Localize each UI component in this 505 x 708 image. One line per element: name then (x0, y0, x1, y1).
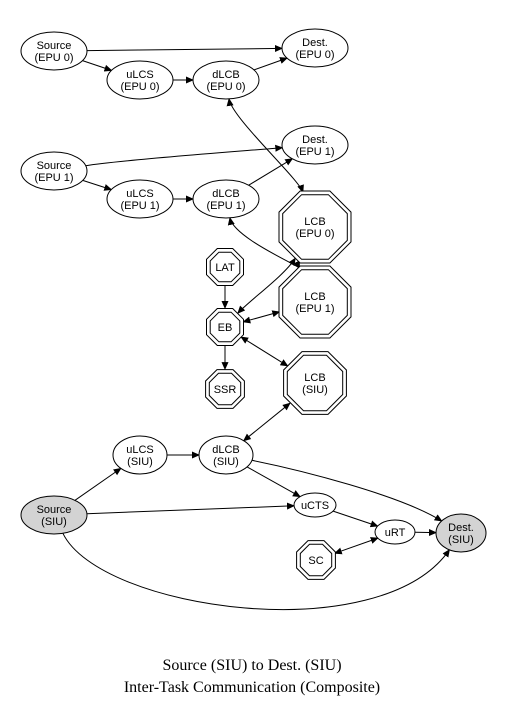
node-dest-siu: Dest.(SIU) (435, 513, 487, 553)
node-label: (EPU 0) (206, 81, 245, 93)
node-label: LCB (304, 291, 325, 303)
node-lcb-epu1: LCB(EPU 1) (278, 265, 352, 339)
edge-dlcb-epu1-to-lcb-epu1 (227, 216, 300, 270)
node-label: Source (37, 504, 72, 516)
node-dlcb-epu0: dLCB(EPU 0) (192, 60, 260, 100)
node-label: dLCB (212, 188, 240, 200)
diagram-title-line-2: Inter-Task Communication (Composite) (124, 679, 380, 696)
edge-dlcb-siu-to-dest-siu (251, 459, 443, 522)
node-label: (EPU 0) (120, 81, 159, 93)
nodes-layer: Source(EPU 0)Dest.(EPU 0)uLCS(EPU 0)dLCB… (20, 28, 487, 580)
node-label: (EPU 1) (295, 146, 334, 158)
node-label: (EPU 0) (295, 228, 334, 240)
edge-dlcb-siu-to-lcb-siu (242, 402, 291, 442)
node-label: (SIU) (41, 516, 67, 528)
node-label: (EPU 0) (295, 49, 334, 61)
node-label: (EPU 1) (295, 303, 334, 315)
edge-src-epu1-to-dest-epu1 (85, 144, 284, 167)
edge-dlcb-epu0-to-lcb-epu0 (226, 97, 304, 193)
edge-eb-to-lcb-siu (240, 336, 289, 367)
node-lcb-epu0: LCB(EPU 0) (278, 190, 352, 264)
node-sc: SC (296, 540, 336, 580)
edge-src-epu0-to-dest-epu0 (86, 44, 283, 52)
node-label: SSR (214, 384, 237, 396)
node-label: uLCS (126, 444, 154, 456)
node-label: (EPU 0) (34, 52, 73, 64)
node-label: uCTS (301, 500, 329, 512)
node-label: Source (37, 160, 72, 172)
edge-dlcb-epu1-to-dest-epu1 (248, 158, 294, 186)
edges-layer (62, 44, 450, 610)
node-label: LCB (304, 372, 325, 384)
node-label: Dest. (302, 37, 328, 49)
edge-ucts-to-urt (332, 510, 379, 528)
node-ulcs-siu: uLCS(SIU) (112, 435, 168, 475)
node-label: (EPU 1) (206, 200, 245, 212)
node-dlcb-siu: dLCB(SIU) (198, 435, 254, 475)
node-label: Dest. (448, 522, 474, 534)
node-label: (EPU 1) (120, 200, 159, 212)
node-label: uRT (385, 527, 406, 539)
node-label: (SIU) (213, 456, 239, 468)
node-dest-epu1: Dest.(EPU 1) (281, 125, 349, 165)
node-ulcs-epu1: uLCS(EPU 1) (106, 179, 174, 219)
edge-dlcb-siu-to-ucts (246, 466, 301, 498)
node-label: SC (308, 555, 323, 567)
node-label: (SIU) (302, 384, 328, 396)
node-label: LAT (215, 262, 235, 274)
node-label: Dest. (302, 134, 328, 146)
node-label: (EPU 1) (34, 172, 73, 184)
node-label: (SIU) (127, 456, 153, 468)
node-label: (SIU) (448, 534, 474, 546)
node-lat: LAT (206, 248, 244, 286)
edge-dlcb-epu0-to-dest-epu0 (253, 57, 288, 71)
edge-src-epu1-to-ulcs-epu1 (82, 179, 113, 191)
node-ssr: SSR (205, 369, 245, 409)
node-label: uLCS (126, 69, 154, 81)
edge-src-siu-to-dest-siu (62, 533, 450, 610)
edge-eb-to-lcb-epu1 (242, 310, 281, 324)
node-ulcs-epu0: uLCS(EPU 0) (106, 60, 174, 100)
node-label: dLCB (212, 444, 240, 456)
node-label: Source (37, 40, 72, 52)
node-label: LCB (304, 216, 325, 228)
node-dlcb-epu1: dLCB(EPU 1) (192, 179, 260, 219)
node-src-siu: Source(SIU) (20, 495, 88, 535)
node-dest-epu0: Dest.(EPU 0) (281, 28, 349, 68)
edge-eb-to-lcb-epu0 (237, 257, 296, 314)
node-urt: uRT (374, 519, 416, 545)
node-eb: EB (206, 308, 244, 346)
node-label: uLCS (126, 188, 154, 200)
edge-sc-to-urt (333, 537, 379, 555)
node-lcb-siu: LCB(SIU) (283, 351, 347, 415)
node-src-epu0: Source(EPU 0) (20, 31, 88, 71)
diagram-title-line-1: Source (SIU) to Dest. (SIU) (162, 657, 341, 674)
node-label: dLCB (212, 69, 240, 81)
edge-src-siu-to-ucts (86, 502, 295, 515)
node-src-epu1: Source(EPU 1) (20, 151, 88, 191)
edge-src-epu0-to-ulcs-epu0 (82, 60, 113, 72)
node-ucts: uCTS (293, 492, 337, 518)
edge-src-siu-to-ulcs-siu (74, 467, 122, 501)
node-label: EB (218, 322, 233, 334)
